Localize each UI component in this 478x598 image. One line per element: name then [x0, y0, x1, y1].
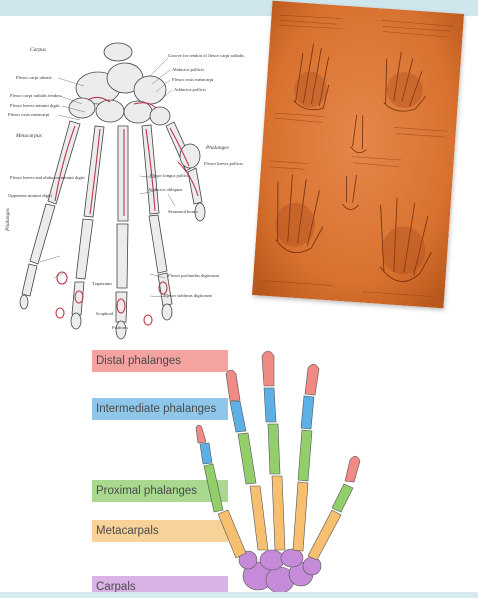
label-flexor-ossis-metacarpi-right: Flexor ossis metacarpi [172, 78, 213, 83]
label-flexor-profundus: Flexor profundus digitorum [168, 274, 219, 279]
label-groove-tendon: Groove for tendon of flexor carpi radial… [168, 54, 244, 59]
label-flexor-brevis-abductor: Flexor brevis and abductor minimi digiti [10, 176, 85, 181]
colored-bones-svg [88, 344, 458, 598]
label-phalanges: Phalanges [6, 208, 11, 231]
label-flexor-carpi-radialis: Flexor carpi radialis tendon [10, 94, 61, 99]
label-abductor-pollicis: Abductor pollicis [172, 68, 204, 73]
label-pisiform: Pisiform [112, 326, 128, 331]
label-flexor-brevis-minimi: Flexor brevis minimi digiti [10, 104, 60, 109]
label-adductor-obliquus: Adductor obliquus [148, 188, 182, 193]
label-sesamoid: Sesamoid bones [168, 210, 198, 215]
hand-bone-diagram: Distal phalanges Intermediate phalanges … [88, 344, 458, 598]
label-flexor-carpi-ulnaris: Flexor carpi ulnaris [16, 76, 52, 81]
label-flexor-sublimis: Flexor sublimis digitorum [164, 294, 212, 299]
label-opponens: Opponens minimi digiti [8, 194, 52, 199]
label-flexor-brevis-pollicis: Flexor brevis pollicis [204, 162, 243, 167]
label-scaphoid: Scaphoid [96, 312, 113, 317]
label-thumb-phalanges: Phalanges [206, 146, 229, 151]
hand-bones-engraving: Carpus Metacarpus Phalanges Flexor carpi… [0, 16, 245, 346]
label-carpus: Carpus [30, 48, 46, 53]
bottom-border-band [0, 592, 478, 598]
label-trapezium: Trapezium [92, 282, 112, 287]
label-metacarpus: Metacarpus [16, 134, 42, 139]
label-flexor-longus-pollicis: Flexor longus pollicis [150, 174, 190, 179]
label-flexor-ossis-metacarpi-left: Flexor ossis metacarpi [8, 113, 49, 118]
sepia-sketch-sheet [252, 1, 464, 309]
sketch-drawing [252, 1, 464, 309]
label-adductor-pollicis: Adductor pollicis [174, 88, 206, 93]
